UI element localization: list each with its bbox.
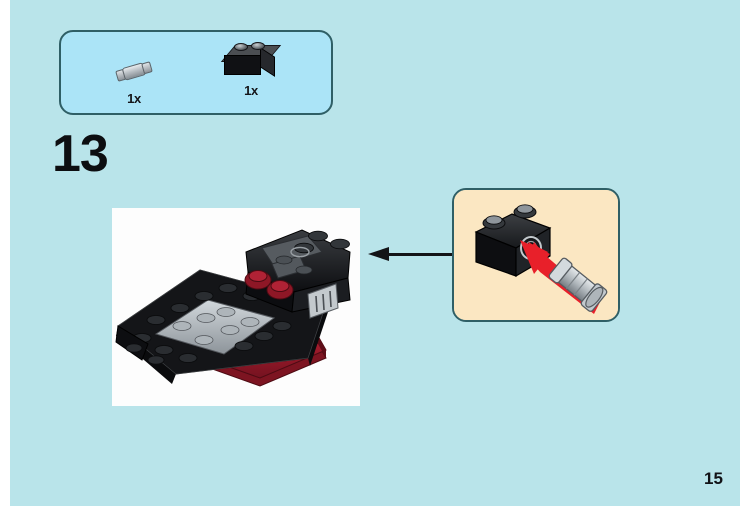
- model-assembly-art: [112, 208, 360, 406]
- part-quantity-label: 1x: [244, 83, 258, 98]
- part-entry-technic-pin: 1x: [89, 46, 179, 106]
- technic-pin-icon: [114, 59, 155, 84]
- arrow-head-icon: [368, 247, 389, 261]
- model-assembly-image: [112, 208, 360, 406]
- part-quantity-label: 1x: [127, 91, 141, 106]
- brick-1x2-icon: [220, 42, 282, 82]
- page-number: 15: [704, 469, 723, 488]
- callout-detail-box: [452, 188, 620, 322]
- part-image-technic-pin: [89, 46, 179, 92]
- callout-connector-arrow: [368, 246, 454, 264]
- arrow-shaft: [386, 253, 454, 256]
- step-number: 13: [52, 125, 109, 183]
- callout-detail-art: [454, 190, 618, 320]
- parts-inventory-box: 1x 1x: [59, 30, 333, 115]
- part-entry-black-brick: 1x: [206, 38, 296, 98]
- part-image-black-brick: [206, 38, 296, 84]
